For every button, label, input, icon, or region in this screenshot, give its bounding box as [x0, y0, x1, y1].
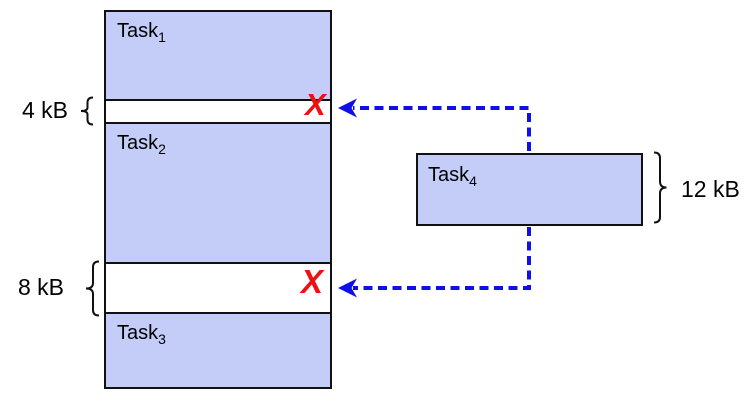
task3-label: Task3	[117, 322, 166, 347]
arrowhead-4kb	[338, 98, 357, 118]
task1-label: Task1	[117, 20, 166, 45]
reject-x-8kb-gap: X	[301, 263, 324, 300]
gap2-size-label: 8 kB	[17, 274, 64, 300]
task4-size-label: 12 kB	[681, 176, 740, 202]
gap2-brace	[85, 260, 100, 317]
task1-subscript: 1	[158, 29, 166, 45]
task3-subscript: 3	[158, 331, 166, 347]
arrow-to-8kb-gap	[353, 227, 531, 290]
task4-block: Task4	[416, 153, 643, 226]
gap1-brace	[80, 96, 94, 126]
task2-subscript: 2	[158, 141, 166, 157]
task4-size-brace	[653, 151, 667, 224]
memory-column: Task1 Task2 Task3	[104, 10, 332, 389]
task2-label: Task2	[117, 132, 166, 157]
task4-subscript: 4	[469, 173, 477, 189]
task4-label: Task4	[428, 164, 477, 189]
task3-block: Task3	[106, 314, 330, 387]
reject-x-4kb-gap: X	[305, 87, 326, 122]
arrow-to-4kb-gap	[353, 106, 531, 151]
task2-block: Task2	[106, 124, 330, 264]
free-gap-8kb	[106, 264, 330, 314]
task1-block: Task1	[106, 12, 330, 101]
gap1-size-label: 4 kB	[21, 97, 68, 123]
free-gap-4kb	[106, 101, 330, 124]
arrowhead-8kb	[338, 278, 357, 298]
